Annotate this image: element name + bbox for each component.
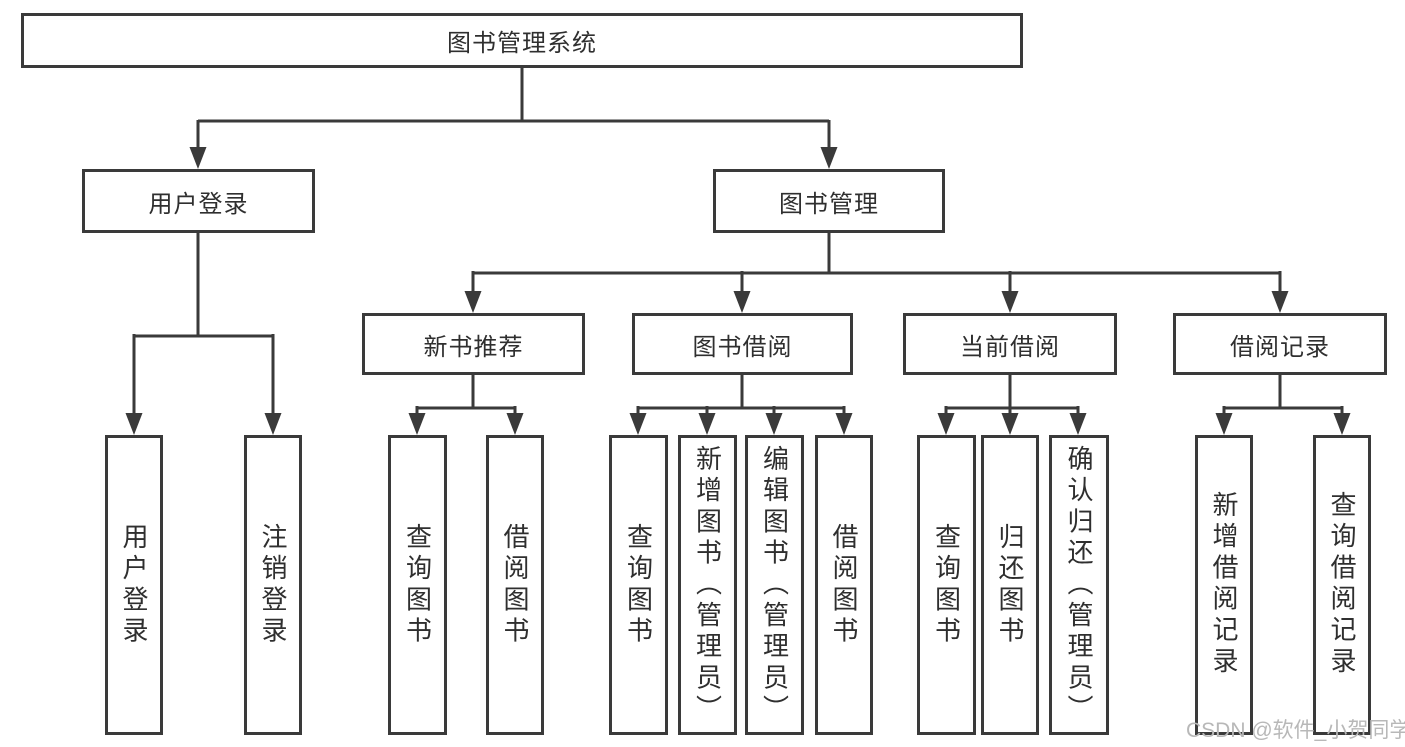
leaf-br-query-record: 查询借阅记录 (1313, 435, 1371, 735)
node-book-borrowing: 图书借阅 (632, 313, 853, 375)
node-current-borrowing: 当前借阅 (903, 313, 1117, 375)
arrow-icon (765, 413, 783, 435)
arrow-icon (629, 413, 647, 435)
arrow-icon (189, 147, 207, 169)
leaf-bb-query-books: 查询图书 (609, 435, 668, 735)
node-user-login: 用户登录 (82, 169, 315, 233)
node-borrowing-records: 借阅记录 (1173, 313, 1387, 375)
connector-book-management-split (471, 233, 1282, 296)
leaf-bb-edit-books-admin: 编辑图书（管理员） (745, 435, 804, 735)
node-label: 查询借阅记录 (1327, 491, 1357, 679)
arrow-icon (506, 413, 524, 435)
leaf-cb-return-books: 归还图书 (981, 435, 1039, 735)
arrow-icon (835, 413, 853, 435)
csdn-watermark: CSDN @软件_小贺同学 (1186, 719, 1405, 742)
connector-book-borrowing-split (636, 375, 846, 418)
connector-root-split (196, 66, 831, 152)
node-label: 新增图书（管理员） (692, 444, 723, 726)
node-label: 借阅图书 (829, 522, 859, 648)
arrowheads (125, 147, 1351, 435)
leaf-user-login: 用户登录 (105, 435, 163, 735)
leaf-cb-confirm-return-admin: 确认归还（管理员） (1049, 435, 1109, 735)
leaf-bb-add-books-admin: 新增图书（管理员） (678, 435, 737, 735)
node-label: 新书推荐 (423, 333, 524, 361)
leaf-cb-query-books: 查询图书 (917, 435, 976, 735)
arrow-icon (408, 413, 426, 435)
arrow-icon (464, 291, 482, 313)
node-label: 用户登录 (119, 522, 149, 648)
node-label: 借阅图书 (500, 522, 530, 648)
arrow-icon (733, 291, 751, 313)
arrow-icon (264, 413, 282, 435)
leaf-logout-login: 注销登录 (244, 435, 302, 735)
arrow-icon (1069, 413, 1087, 435)
arrow-icon (125, 413, 143, 435)
node-label: 编辑图书（管理员） (759, 444, 790, 726)
node-label: 查询图书 (402, 522, 433, 648)
arrow-icon (698, 413, 716, 435)
node-label: 注销登录 (258, 522, 288, 648)
node-label: 借阅记录 (1230, 333, 1330, 361)
arrow-icon (1001, 291, 1019, 313)
node-label: 当前借阅 (960, 333, 1060, 361)
arrow-icon (1271, 291, 1289, 313)
arrow-icon (1333, 413, 1351, 435)
node-library-management-system: 图书管理系统 (21, 13, 1023, 68)
connector-user-login-split (132, 233, 275, 418)
arrow-icon (1215, 413, 1233, 435)
leaf-bb-borrow-books: 借阅图书 (815, 435, 873, 735)
node-label: 图书管理系统 (447, 30, 597, 57)
connector-new-book-recommend-split (415, 375, 517, 418)
node-label: 归还图书 (995, 522, 1025, 648)
node-label: 新增借阅记录 (1209, 491, 1239, 679)
leaf-nb-query-books: 查询图书 (388, 435, 447, 735)
leaf-br-add-record: 新增借阅记录 (1195, 435, 1253, 735)
node-label: 用户登录 (148, 190, 249, 218)
node-new-book-recommend: 新书推荐 (362, 313, 585, 375)
arrow-icon (820, 147, 838, 169)
arrow-icon (1001, 413, 1019, 435)
node-label: 查询图书 (623, 522, 654, 648)
node-label: 图书借阅 (692, 333, 793, 361)
node-book-management: 图书管理 (713, 169, 945, 233)
connector-borrowing-records-split (1222, 375, 1344, 418)
node-label: 图书管理 (779, 190, 879, 218)
connector-current-borrowing-split (944, 375, 1080, 418)
node-label: 查询图书 (931, 522, 962, 648)
leaf-nb-borrow-books: 借阅图书 (486, 435, 544, 735)
arrow-icon (937, 413, 955, 435)
node-label: 确认归还（管理员） (1064, 444, 1094, 726)
